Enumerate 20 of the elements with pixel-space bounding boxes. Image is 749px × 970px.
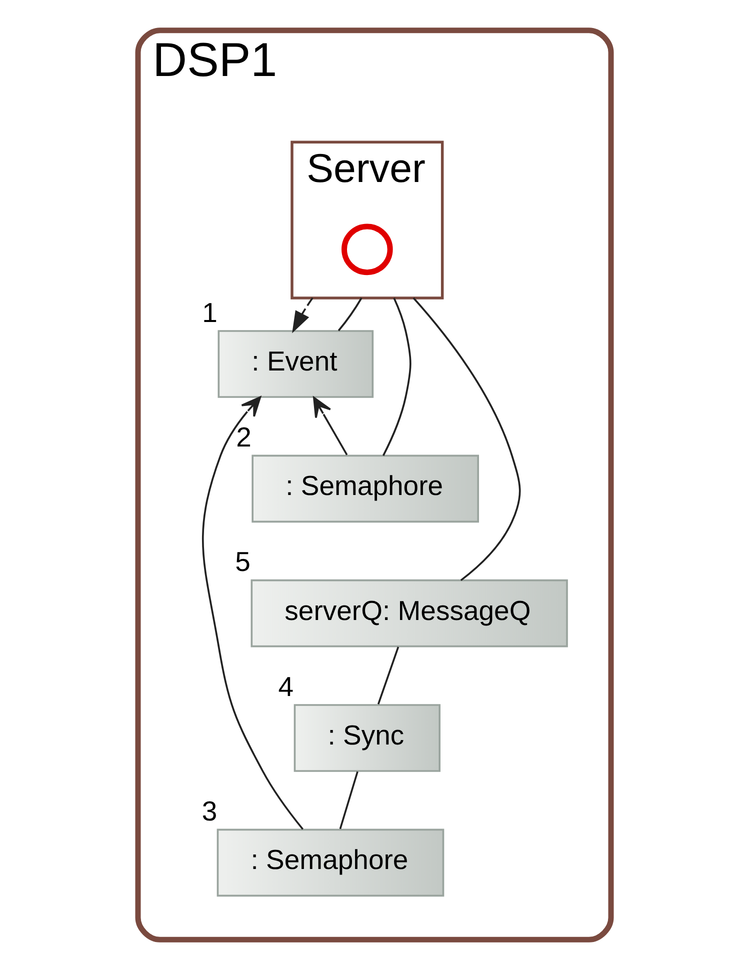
node-box: serverQ: MessageQ [250,579,568,648]
node-label: 1 [202,296,218,328]
connector [412,297,521,582]
cluster: Server [290,140,444,300]
connector [339,771,358,830]
arrow [202,396,304,830]
node-box: : Event [218,330,374,398]
connector [377,646,400,704]
arrow [313,396,348,456]
connector [338,298,362,332]
arrow [292,297,314,334]
node-box: : Sync [294,704,440,772]
node-label: 5 [235,546,250,578]
node-circle [342,224,393,276]
node-label: 4 [278,670,294,702]
connector [382,298,412,456]
node-label: 3 [202,796,218,826]
node-box: : Semaphore [216,828,444,897]
node-label: 2 [236,422,252,452]
node-box: : Semaphore [252,454,479,523]
